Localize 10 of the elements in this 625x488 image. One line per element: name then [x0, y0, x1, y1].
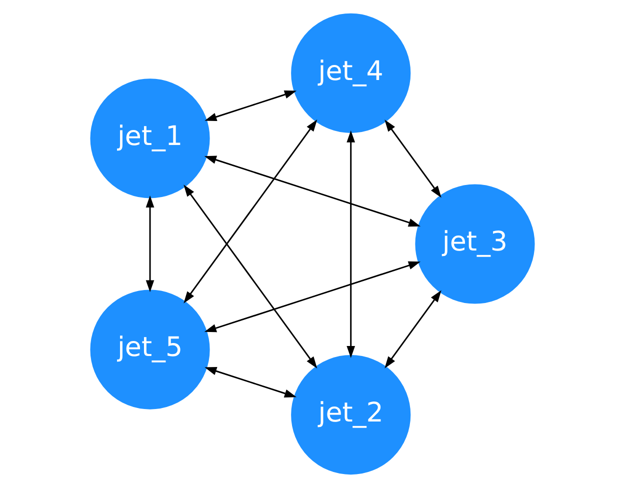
arrow: [204, 261, 421, 332]
arrow: [384, 120, 442, 198]
arrow: [204, 367, 297, 398]
arrow: [146, 196, 154, 292]
arrow: [346, 130, 356, 358]
arrow: [384, 290, 442, 368]
arrow: [204, 90, 297, 121]
arrow: [204, 156, 421, 227]
arrow: [184, 184, 318, 368]
arrow: [184, 120, 318, 304]
